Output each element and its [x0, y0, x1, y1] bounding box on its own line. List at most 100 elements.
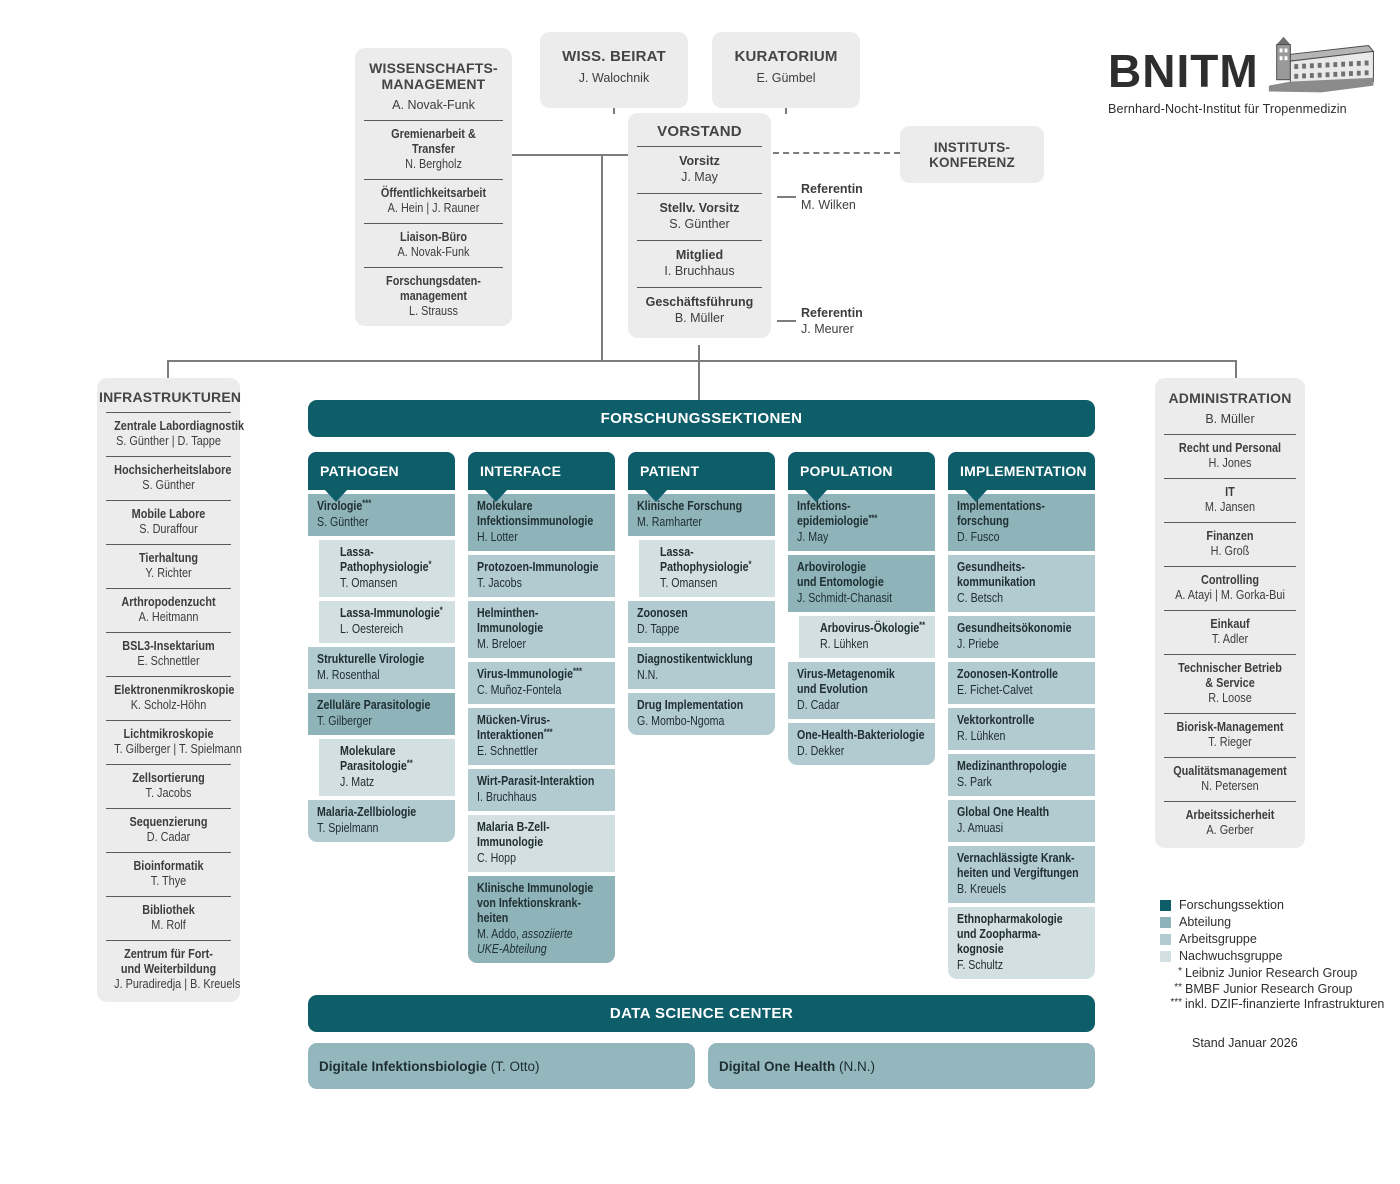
research-group: Medizinanthropologie S. Park	[948, 754, 1095, 796]
group-leader: T. Gilberger	[317, 714, 431, 729]
group-leader: J. Schmidt-Chanasit	[797, 591, 911, 606]
legend-entry: Forschungssektion	[1160, 898, 1284, 912]
administration-unit: Technischer Betrieb & Service R. Loose	[1164, 654, 1296, 713]
group-title: Molekulare Infektionsimmunologie	[477, 499, 593, 530]
group-title-text: Ethnopharmakologie und Zoopharma- kognos…	[957, 912, 1063, 956]
unit-title: Arbeitssicherheit	[1185, 808, 1275, 822]
group-title: Wirt-Parasit-Interaktion	[477, 774, 594, 790]
group-leader-name: C. Muñoz-Fontela	[477, 683, 562, 697]
unit-leader: T. Jacobs	[145, 786, 192, 800]
group-leader: D. Dekker	[797, 744, 911, 759]
group-title: Infektions- epidemiologie***	[797, 499, 911, 530]
legend-entry: Arbeitsgruppe	[1160, 932, 1284, 946]
group-title: Molekulare Parasitologie**	[340, 744, 434, 775]
dsc-group: Digital One Health (N.N.)	[708, 1043, 1095, 1089]
group-title: Malaria B-Zell- Immunologie	[477, 820, 591, 851]
group-title: Drug Implementation	[637, 698, 751, 714]
unit-leader: L. Strauss	[409, 304, 458, 318]
group-leader-name: R. Lühken	[820, 637, 869, 651]
group-leader-name: E. Schnettler	[477, 744, 538, 758]
section-chevron-icon	[965, 490, 987, 502]
group-title: Klinische Immunologie von Infektionskran…	[477, 881, 593, 927]
section-chevron-icon	[485, 490, 507, 502]
administration-unit: Arbeitssicherheit A. Gerber	[1164, 801, 1296, 845]
group-leader-name: T. Omansen	[660, 576, 718, 590]
legend-swatch-icon	[1160, 916, 1171, 928]
research-section-column: IMPLEMENTATION Implementations- forschun…	[948, 452, 1095, 979]
research-section-column: INTERFACE Molekulare Infektionsimmunolog…	[468, 452, 615, 963]
unit-leader: M. Rolf	[151, 918, 186, 932]
infrastructure-unit: Bioinformatik T. Thye	[106, 852, 231, 896]
connector-beirat-vorstand	[613, 105, 615, 114]
wm-unit: Öffentlichkeitsarbeit A. Hein | J. Raune…	[364, 179, 503, 223]
group-title: Malaria-Zellbiologie	[317, 805, 431, 821]
unit-leader: H. Jones	[1208, 456, 1252, 470]
research-group: Diagnostikentwicklung N.N.	[628, 647, 775, 689]
unit-leader: A. Gerber	[1206, 823, 1254, 837]
research-group: Helminthen- Immunologie M. Breloer	[468, 601, 615, 658]
group-footnote-marker: ***	[868, 513, 878, 523]
group-leader: D. Fusco	[957, 530, 1071, 545]
data-science-center-label: DATA SCIENCE CENTER	[609, 1005, 794, 1022]
unit-leader: T. Gilberger | T. Spielmann	[114, 742, 242, 756]
group-title-text: Medizinanthropologie	[957, 759, 1067, 773]
group-title-text: Arbovirus-Ökologie	[820, 621, 920, 635]
connector-vorstand-sections	[698, 345, 700, 400]
vorstand-name: B. Müller	[674, 310, 725, 325]
section-items: Infektions- epidemiologie*** J. May Arbo…	[788, 494, 935, 765]
research-group: Virus-Immunologie*** C. Muñoz-Fontela	[468, 662, 615, 704]
referentin-label: Referentin	[801, 306, 863, 320]
section-header: PATIENT	[628, 452, 775, 490]
group-footnote-marker: *	[428, 559, 432, 569]
unit-leader: S. Günther | D. Tappe	[116, 434, 221, 448]
unit-title: Zentrale Labordiagnostik	[114, 419, 245, 433]
forschungssektionen-bar: FORSCHUNGSSEKTIONEN	[308, 400, 1095, 437]
research-group: Malaria B-Zell- Immunologie C. Hopp	[468, 815, 615, 872]
group-leader-name: E. Fichet-Calvet	[957, 683, 1033, 697]
legend-entry: Nachwuchsgruppe	[1160, 949, 1284, 963]
unit-title: Bioinformatik	[133, 859, 204, 873]
group-leader: C. Muñoz-Fontela	[477, 683, 591, 698]
group-leader: L. Oestereich	[340, 622, 434, 637]
kuratorium-box: KURATORIUM E. Gümbel	[712, 32, 860, 108]
group-leader: M. Rosenthal	[317, 668, 431, 683]
unit-leader: A. Heitmann	[138, 610, 199, 624]
group-leader: S. Günther	[317, 515, 431, 530]
group-title: Ethnopharmakologie und Zoopharma- kognos…	[957, 912, 1071, 958]
connector-main-horizontal	[167, 360, 1237, 362]
group-title-text: Drug Implementation	[637, 698, 744, 712]
group-leader-name: T. Spielmann	[317, 821, 379, 835]
group-title: Lassa-Immunologie*	[340, 605, 443, 622]
unit-leader: Y. Richter	[145, 566, 192, 580]
group-footnote-marker: **	[919, 620, 926, 630]
referentin-name: M. Wilken	[801, 198, 856, 212]
group-leader-name: M. Addo,	[477, 927, 522, 941]
group-leader-name: T. Omansen	[340, 576, 398, 590]
group-title: Lassa- Pathophysiologie*	[660, 545, 754, 576]
group-title-text: Strukturelle Virologie	[317, 652, 425, 666]
section-header: IMPLEMENTATION	[948, 452, 1095, 490]
research-group: Infektions- epidemiologie*** J. May	[788, 494, 935, 551]
group-leader: D. Cadar	[797, 698, 911, 713]
group-leader: S. Park	[957, 775, 1071, 790]
research-group: Wirt-Parasit-Interaktion I. Bruchhaus	[468, 769, 615, 811]
group-leader-name: D. Fusco	[957, 530, 1000, 544]
group-title-text: Gesundheits- kommunikation	[957, 560, 1036, 589]
research-group: Lassa-Immunologie* L. Oestereich	[319, 601, 455, 643]
infrastructure-unit: Bibliothek M. Rolf	[106, 896, 231, 940]
group-title-text: Implementations- forschung	[957, 499, 1045, 528]
footnote-marker: ***	[1170, 997, 1182, 1008]
unit-title: Lichtmikroskopie	[123, 727, 214, 741]
group-footnote-marker: *	[439, 605, 443, 615]
institutskonferenz-box: INSTITUTS- KONFERENZ	[900, 126, 1044, 183]
group-leader: M. Ramharter	[637, 515, 751, 530]
data-science-center-bar: DATA SCIENCE CENTER	[308, 995, 1095, 1032]
infrastructure-unit: Zentrale Labordiagnostik S. Günther | D.…	[106, 412, 245, 456]
research-group: Virus-Metagenomik und Evolution D. Cadar	[788, 662, 935, 719]
group-title: Strukturelle Virologie	[317, 652, 431, 668]
group-title-text: Helminthen- Immunologie	[477, 606, 544, 635]
research-group: Gesundheits- kommunikation C. Betsch	[948, 555, 1095, 612]
infrastructure-unit: Mobile Labore S. Duraffour	[106, 500, 231, 544]
unit-title: Sequenzierung	[129, 815, 208, 829]
group-leader: E. Schnettler	[477, 744, 591, 759]
